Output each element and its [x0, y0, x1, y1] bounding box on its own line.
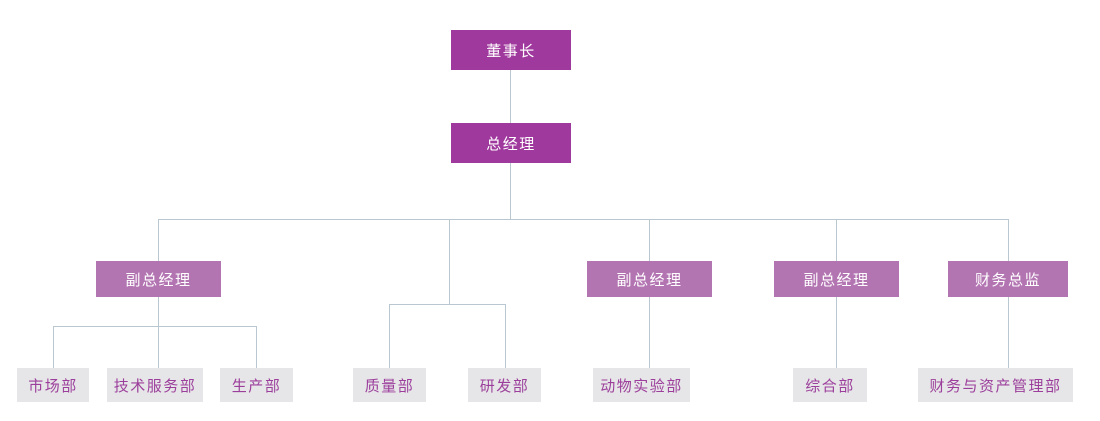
- node-tech-service-dept: 技术服务部: [107, 368, 203, 402]
- connector-line: [505, 304, 506, 368]
- connector-line: [53, 326, 54, 368]
- node-deputy-gm-3: 副总经理: [774, 261, 899, 297]
- node-finance-asset-mgmt-dept: 财务与资产管理部: [918, 368, 1073, 402]
- connector-line: [158, 219, 159, 261]
- node-rnd-dept: 研发部: [468, 368, 541, 402]
- node-deputy-gm-1: 副总经理: [96, 261, 221, 297]
- node-general-manager: 总经理: [451, 123, 571, 163]
- connector-line: [510, 163, 511, 219]
- connector-line: [836, 297, 837, 368]
- connector-line: [649, 219, 650, 261]
- connector-line: [53, 326, 257, 327]
- node-animal-lab-dept: 动物实验部: [593, 368, 690, 402]
- connector-line: [389, 304, 506, 305]
- node-finance-director: 财务总监: [948, 261, 1068, 297]
- connector-line: [836, 219, 837, 261]
- node-deputy-gm-2: 副总经理: [587, 261, 712, 297]
- connector-line: [158, 219, 1009, 220]
- node-chairman: 董事长: [451, 30, 571, 70]
- node-general-affairs-dept: 综合部: [793, 368, 867, 402]
- node-quality-dept: 质量部: [353, 368, 426, 402]
- connector-line: [389, 304, 390, 368]
- connector-line: [256, 326, 257, 368]
- connector-line: [158, 297, 159, 368]
- node-marketing-dept: 市场部: [17, 368, 89, 402]
- connector-line: [449, 219, 450, 304]
- connector-line: [510, 70, 511, 123]
- connector-line: [1008, 297, 1009, 368]
- node-production-dept: 生产部: [220, 368, 293, 402]
- connector-line: [1008, 219, 1009, 261]
- connector-line: [649, 297, 650, 368]
